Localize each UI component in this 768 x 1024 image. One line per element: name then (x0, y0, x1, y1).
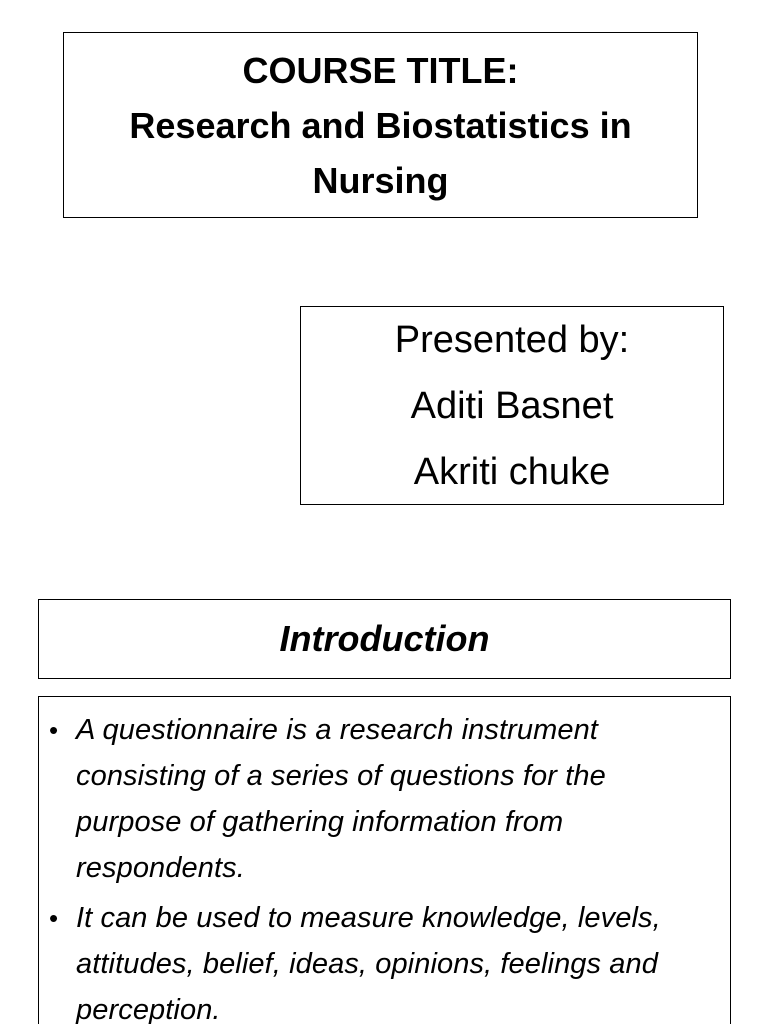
introduction-heading: Introduction (279, 618, 490, 659)
course-title-line-2: Nursing (312, 159, 449, 201)
presenter-name-2: Akriti chuke (413, 450, 611, 493)
bullet-dot-icon: • (49, 903, 59, 933)
bullet-dot-icon: • (49, 715, 59, 745)
bullet-text-1: A questionnaire is a research instrument… (76, 714, 606, 884)
course-title-box: COURSE TITLE: Research and Biostatistics… (63, 32, 698, 218)
course-title-label: COURSE TITLE: (242, 49, 519, 91)
presenter-name-1: Aditi Basnet (410, 384, 614, 427)
introduction-heading-box: Introduction (38, 599, 731, 679)
presenters-box: Presented by: Aditi Basnet Akriti chuke (300, 306, 724, 505)
presented-by-label: Presented by: (394, 318, 630, 361)
introduction-content-box: • A questionnaire is a research instrume… (38, 696, 731, 1024)
course-title-line-1: Research and Biostatistics in (129, 104, 632, 146)
bullet-item-1: • A questionnaire is a research instrume… (47, 707, 718, 891)
bullet-text-2: It can be used to measure knowledge, lev… (76, 902, 661, 1024)
bullet-item-2: • It can be used to measure knowledge, l… (47, 895, 718, 1024)
